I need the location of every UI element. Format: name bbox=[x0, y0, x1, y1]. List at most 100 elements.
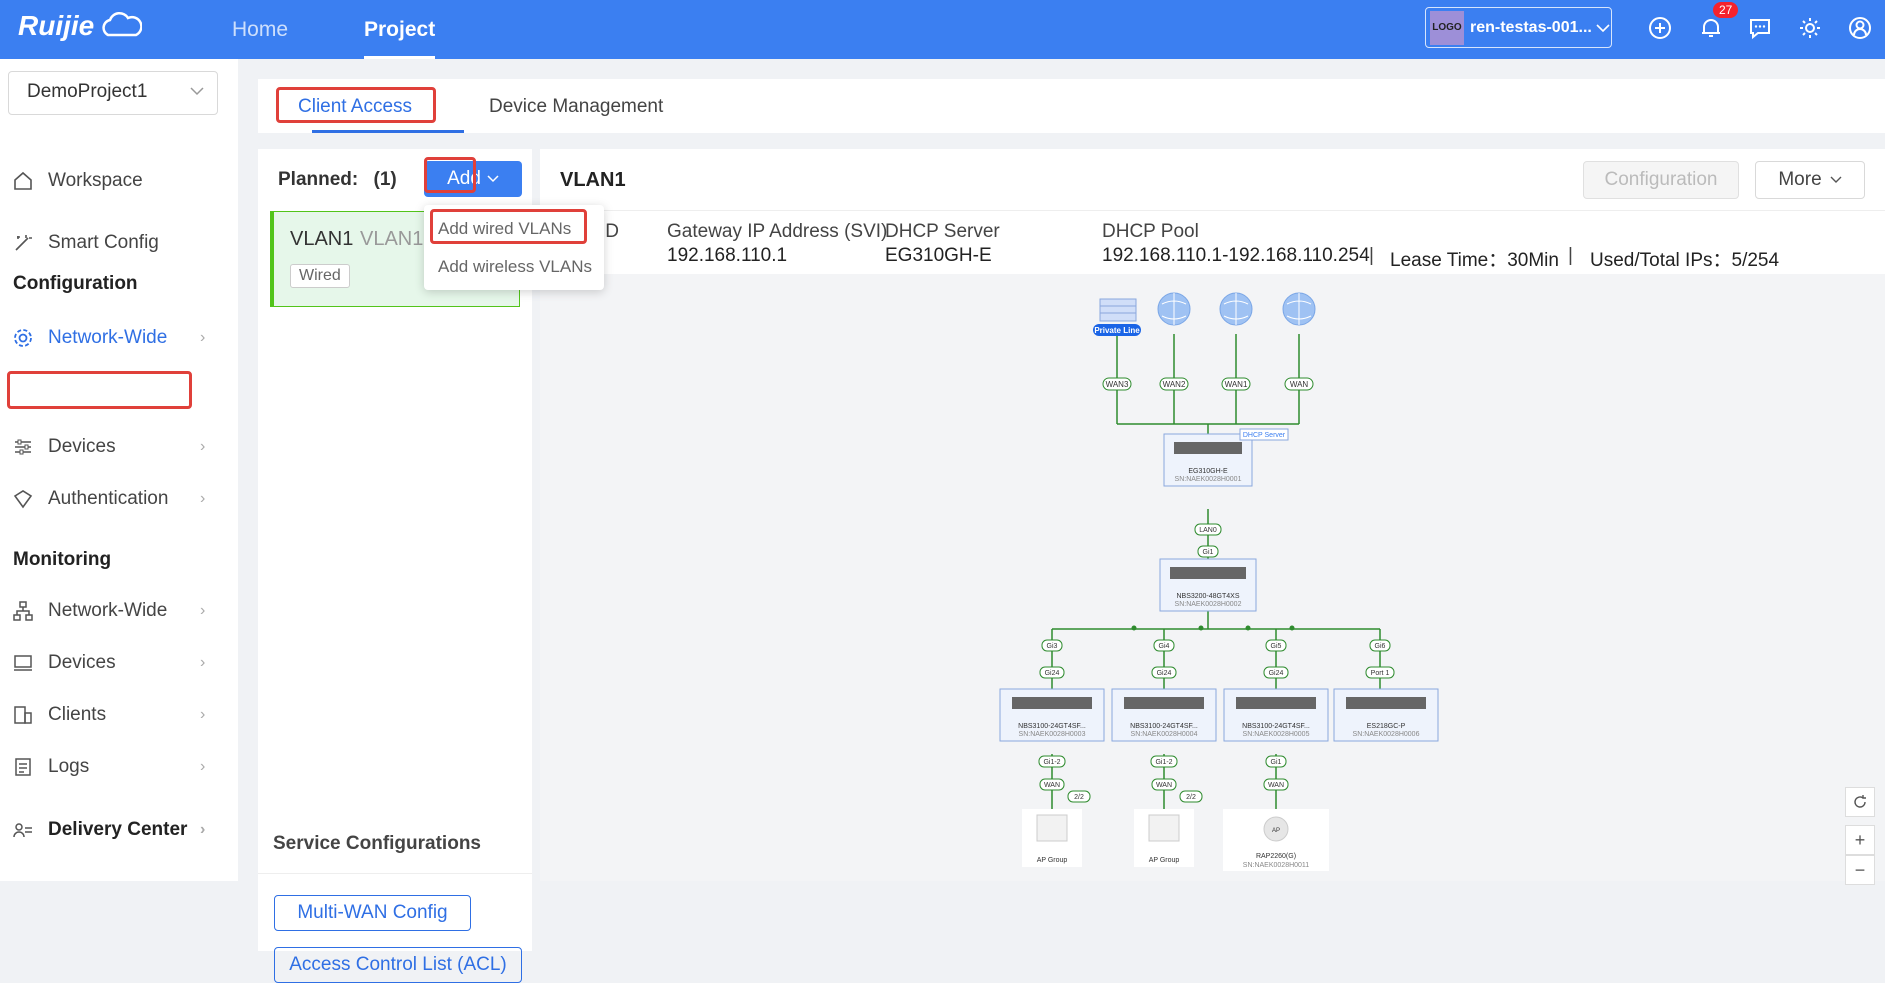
lease-time: Lease Time：30Min bbox=[1390, 250, 1559, 271]
ap-glyph: AP bbox=[1272, 828, 1280, 834]
configuration-button[interactable]: Configuration bbox=[1583, 161, 1739, 199]
access-switch: NBS3100-24GT4SF... SN:NAEK0028H0003 bbox=[999, 688, 1105, 742]
section-monitoring: Monitoring bbox=[13, 549, 112, 570]
sidebar-item-label: Smart Config bbox=[48, 232, 159, 253]
log-icon bbox=[15, 758, 31, 776]
delivery-icon bbox=[13, 823, 32, 838]
port-label: WAN bbox=[1044, 782, 1060, 789]
port-label: Gi24 bbox=[1045, 670, 1060, 677]
sidebar-item-label: Logs bbox=[48, 756, 90, 777]
core-model: NBS3200-48GT4XS bbox=[1176, 593, 1239, 600]
topology-diagram: Private Line WAN3 WAN2 WAN1 WAN EG310GH-… bbox=[999, 292, 1439, 871]
more-button[interactable]: More bbox=[1755, 161, 1865, 199]
ap-sn: SN:NAEK0028H0011 bbox=[1243, 862, 1310, 869]
sidebar-item-devices[interactable]: Devices › bbox=[0, 425, 238, 469]
brand-text: Ruijie bbox=[18, 10, 95, 41]
port-label: Gi6 bbox=[1375, 643, 1386, 650]
dhcp-pool-header: DHCP Pool bbox=[1102, 221, 1199, 242]
port-label: Gi1-2 bbox=[1155, 759, 1172, 766]
dhcp-server-value: EG310GH-E bbox=[885, 245, 992, 266]
vlan-detail-title: VLAN1 bbox=[560, 169, 626, 191]
port-label: Gi24 bbox=[1157, 670, 1172, 677]
menu-item-add-wireless-vlans[interactable]: Add wireless VLANs bbox=[438, 257, 593, 276]
ap-node: AP RAP2260(G) SN:NAEK0028H0011 bbox=[1223, 809, 1329, 871]
org-selector[interactable]: LOGO ren-testas-001... bbox=[1425, 7, 1612, 48]
vlan-id-header: ID bbox=[600, 221, 619, 242]
settings-icon[interactable] bbox=[1796, 14, 1824, 42]
access-model: NBS3100-24GT4SF... bbox=[1130, 723, 1198, 730]
sidebar-item-delivery-center[interactable]: Delivery Center › bbox=[0, 808, 238, 852]
multi-wan-config-button[interactable]: Multi-WAN Config bbox=[274, 895, 471, 931]
core-sn: SN:NAEK0028H0002 bbox=[1175, 601, 1242, 608]
port-label: LAN0 bbox=[1199, 527, 1217, 534]
acl-button[interactable]: Access Control List (ACL) bbox=[274, 947, 522, 983]
port-label: WAN bbox=[1268, 782, 1284, 789]
ap-count: 2/2 bbox=[1074, 794, 1084, 801]
gear-icon bbox=[14, 329, 32, 347]
planned-label: Planned: (1) bbox=[278, 169, 397, 191]
plus-circle-icon[interactable] bbox=[1646, 14, 1674, 42]
user-icon[interactable] bbox=[1846, 14, 1874, 42]
vlan-type-tag: Wired bbox=[290, 264, 350, 288]
cloud-icon bbox=[102, 11, 143, 37]
sidebar-item-workspace[interactable]: Workspace bbox=[0, 159, 238, 203]
chevron-down-icon bbox=[190, 87, 204, 96]
access-sn: SN:NAEK0028H0005 bbox=[1243, 731, 1310, 738]
tab-device-management[interactable]: Device Management bbox=[489, 96, 664, 117]
bell-icon[interactable] bbox=[1697, 14, 1725, 42]
project-select[interactable]: DemoProject1 bbox=[8, 71, 218, 115]
internet-icon bbox=[1219, 292, 1253, 326]
chevron-down-icon bbox=[1596, 23, 1610, 32]
dhcp-server-header: DHCP Server bbox=[885, 221, 1000, 242]
shield-icon bbox=[13, 490, 33, 509]
chevron-right-icon: › bbox=[200, 654, 206, 671]
sidebar-item-smart-config[interactable]: Smart Config bbox=[0, 221, 238, 265]
org-name: ren-testas-001... bbox=[1470, 18, 1592, 36]
port-label: Gi4 bbox=[1159, 643, 1170, 650]
gateway-sn: SN:NAEK0028H0001 bbox=[1175, 476, 1242, 483]
magic-wand-icon bbox=[15, 235, 32, 251]
separator: | bbox=[1369, 245, 1374, 266]
tab-client-access[interactable]: Client Access bbox=[298, 96, 413, 117]
vlan-sub-name: VLAN1 bbox=[360, 228, 424, 250]
gateway-model: EG310GH-E bbox=[1188, 468, 1228, 475]
port-label: WAN bbox=[1156, 782, 1172, 789]
port-label: Port 1 bbox=[1371, 670, 1390, 677]
sidebar-item-mon-network-wide[interactable]: Network-Wide › bbox=[0, 589, 238, 633]
sidebar-item-label: Workspace bbox=[48, 170, 143, 191]
add-dropdown-menu: Add wired VLANs Add wireless VLANs bbox=[424, 205, 604, 290]
ap-name: AP Group bbox=[1037, 857, 1068, 864]
sidebar-item-network-wide[interactable]: Network-Wide › bbox=[0, 316, 238, 360]
sidebar-item-clients[interactable]: Clients › bbox=[0, 693, 238, 737]
chevron-down-icon bbox=[1830, 176, 1842, 183]
vlan-detail-panel: VLAN1 Configuration More ID Gateway IP A… bbox=[540, 149, 1885, 885]
gateway-value: 192.168.110.1 bbox=[667, 245, 788, 266]
message-icon[interactable] bbox=[1746, 14, 1774, 42]
access-switch: NBS3100-24GT4SF... SN:NAEK0028H0004 bbox=[1111, 688, 1217, 742]
sidebar-item-authentication[interactable]: Authentication › bbox=[0, 477, 238, 521]
dhcp-pool-value: 192.168.110.1-192.168.110.254 bbox=[1102, 245, 1370, 266]
sidebar-item-logs[interactable]: Logs › bbox=[0, 745, 238, 789]
sidebar-item-mon-devices[interactable]: Devices › bbox=[0, 641, 238, 685]
access-model: NBS3100-24GT4SF... bbox=[1018, 723, 1086, 730]
ruijie-logo[interactable]: Ruijie bbox=[18, 10, 143, 42]
chevron-right-icon: › bbox=[200, 821, 206, 838]
sidebar-item-label: Network-Wide bbox=[48, 600, 168, 621]
topology-canvas[interactable]: Private Line WAN3 WAN2 WAN1 WAN EG310GH-… bbox=[540, 274, 1885, 885]
chevron-right-icon: › bbox=[200, 490, 206, 507]
sidebar-item-label: Devices bbox=[48, 436, 116, 457]
vlan-name: VLAN1 bbox=[290, 228, 354, 250]
add-button-label: Add bbox=[447, 168, 481, 189]
top-bar: Ruijie Home Project LOGO ren-testas-001.… bbox=[0, 0, 1885, 59]
refresh-icon[interactable] bbox=[1845, 787, 1875, 817]
access-sn: SN:NAEK0028H0006 bbox=[1353, 731, 1420, 738]
internet-icon bbox=[1282, 292, 1316, 326]
nav-home[interactable]: Home bbox=[232, 17, 289, 41]
access-switch: NBS3100-24GT4SF... SN:NAEK0028H0005 bbox=[1223, 688, 1329, 742]
menu-item-add-wired-vlans[interactable]: Add wired VLANs bbox=[438, 219, 572, 238]
wan-label: WAN3 bbox=[1106, 380, 1129, 389]
zoom-in-button[interactable]: + bbox=[1845, 825, 1875, 855]
highlight-box bbox=[430, 209, 587, 244]
nav-project[interactable]: Project bbox=[364, 0, 436, 59]
sidebar-item-label: Network-Wide bbox=[48, 327, 168, 348]
